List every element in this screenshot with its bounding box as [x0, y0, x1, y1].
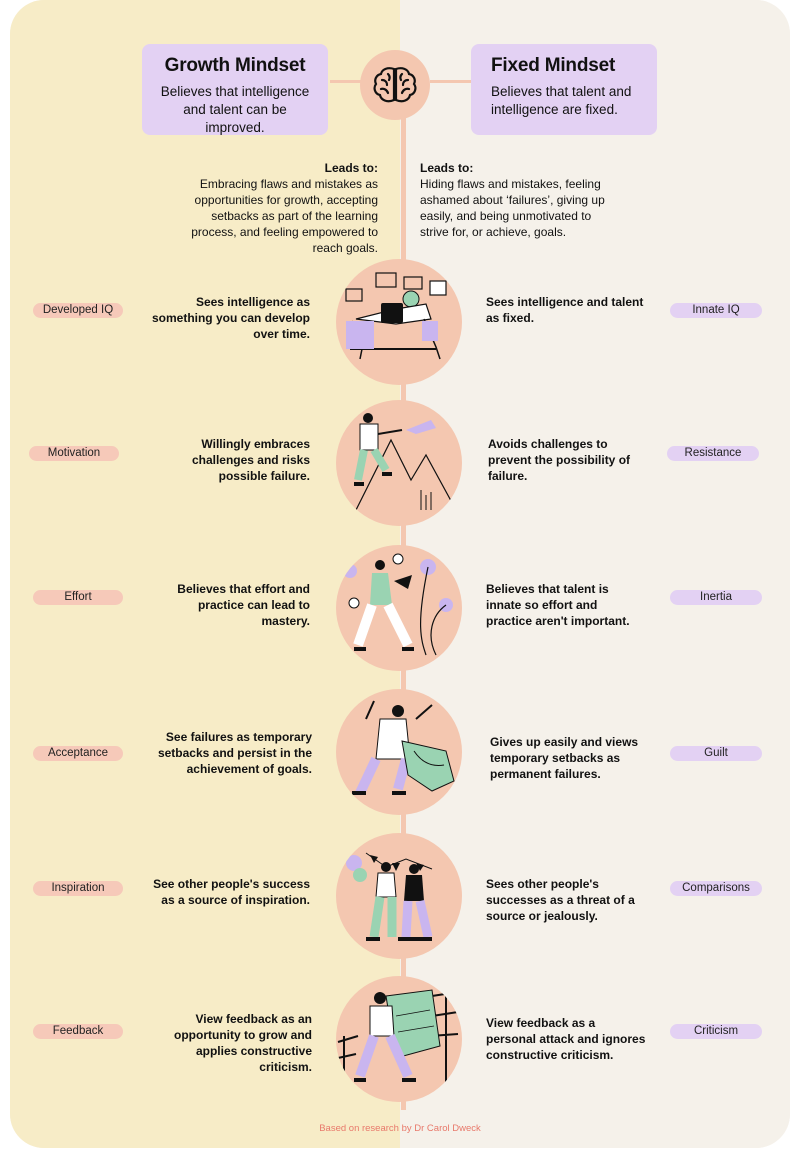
growth-statement-5: See other people's success as a source o… [153, 877, 310, 907]
growth-mindset-subtitle: Believes that intelligence and talent ca… [160, 84, 310, 135]
setback-illustration [336, 689, 462, 815]
fixed-statement-1: Sees intelligence and talent as fixed. [486, 295, 644, 325]
inspiration-pill: Inspiration [33, 881, 123, 896]
effort-pill: Effort [33, 590, 123, 605]
fixed-leads-to: Leads to: Hiding flaws and mistakes, fee… [420, 160, 620, 240]
growth-statement-1: Sees intelligence as something you can d… [151, 295, 310, 341]
fixed-statement-3: Believes that talent is innate so effort… [486, 582, 630, 628]
fixed-statement-5: Sees other people's successes as a threa… [486, 877, 635, 923]
growth-mindset-box: Growth Mindset Believes that intelligenc… [142, 44, 328, 135]
motivation-pill: Motivation [29, 446, 119, 461]
acceptance-pill: Acceptance [33, 746, 123, 761]
fixed-mindset-subtitle: Believes that talent and intelligence ar… [491, 84, 632, 117]
growth-leads-text: Embracing flaws and mistakes as opportun… [191, 177, 378, 255]
developed-iq-pill: Developed IQ [33, 303, 123, 318]
celebration-illustration [336, 833, 462, 959]
fixed-mindset-title: Fixed Mindset [491, 55, 616, 76]
map-illustration [336, 976, 462, 1102]
fixed-leads-label: Leads to: [420, 161, 474, 175]
growth-statement-6: View feedback as an opportunity to grow … [174, 1012, 312, 1074]
fixed-leads-text: Hiding flaws and mistakes, feeling asham… [420, 177, 605, 239]
fixed-side-background [400, 0, 790, 1148]
fixed-statement-6: View feedback as a personal attack and i… [486, 1016, 646, 1062]
source-credit: Based on research by Dr Carol Dweck [319, 1123, 481, 1134]
desk-illustration [336, 259, 462, 385]
innate-iq-pill: Innate IQ [670, 303, 762, 318]
guilt-pill: Guilt [670, 746, 762, 761]
plants-illustration [336, 545, 462, 671]
growth-statement-2: Willingly embraces challenges and risks … [191, 437, 310, 483]
fixed-statement-2: Avoids challenges to prevent the possibi… [488, 437, 631, 483]
left-connector [330, 80, 380, 83]
feedback-pill: Feedback [33, 1024, 123, 1039]
right-connector [430, 80, 480, 83]
infographic-card [10, 0, 790, 1148]
growth-leads-to: Leads to: Embracing flaws and mistakes a… [178, 160, 378, 256]
resistance-pill: Resistance [667, 446, 759, 461]
fixed-mindset-box: Fixed Mindset Believes that talent and i… [471, 44, 657, 135]
brain-icon [360, 50, 430, 120]
criticism-pill: Criticism [670, 1024, 762, 1039]
growth-side-background [10, 0, 400, 1148]
growth-statement-4: See failures as temporary setbacks and p… [157, 730, 312, 776]
mountain-illustration [336, 400, 462, 526]
fixed-statement-4: Gives up easily and views temporary setb… [490, 735, 639, 781]
inertia-pill: Inertia [670, 590, 762, 605]
comparisons-pill: Comparisons [670, 881, 762, 896]
growth-mindset-title: Growth Mindset [164, 55, 306, 76]
growth-leads-label: Leads to: [324, 161, 378, 175]
growth-statement-3: Believes that effort and practice can le… [177, 582, 310, 628]
